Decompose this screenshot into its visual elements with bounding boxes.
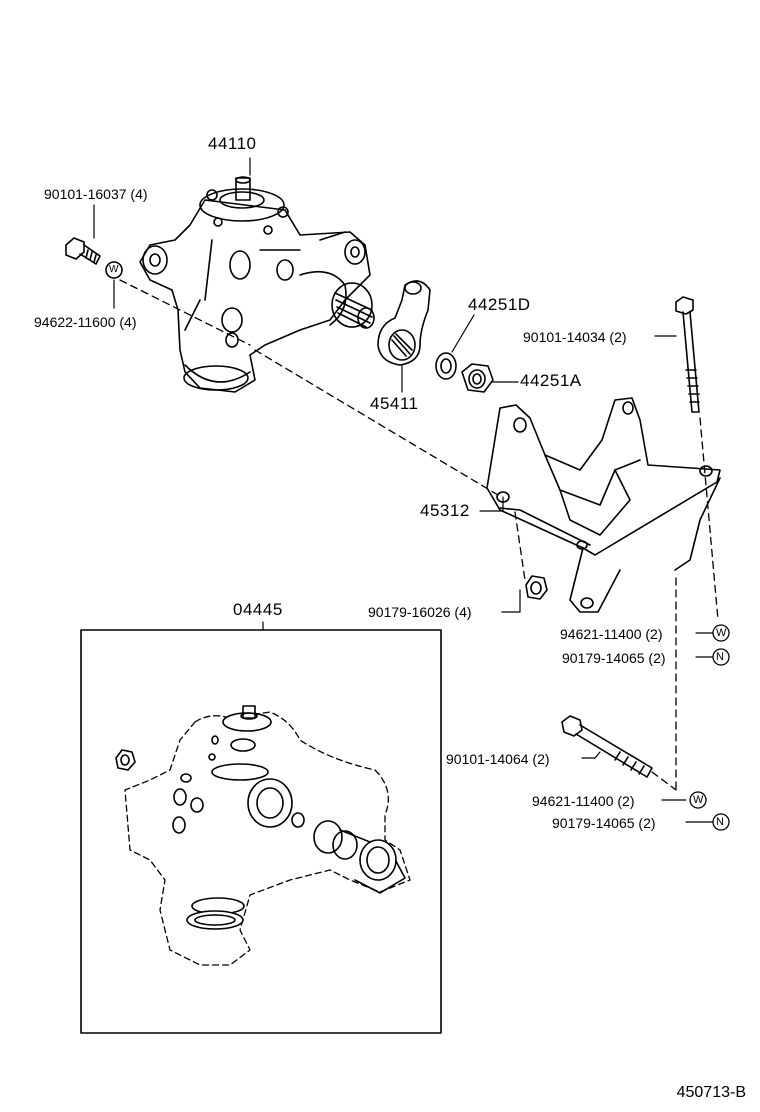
label-44251a: 44251A: [520, 371, 582, 390]
label-90179-14065-b: 90179-14065 (2): [552, 815, 656, 831]
washer-letter-top-left: W: [109, 264, 119, 275]
repair-kit-box: [80, 629, 442, 1034]
label-94622-11600: 94622-11600 (4): [34, 314, 137, 330]
washer-symbol-top-left: [105, 261, 123, 279]
label-44251d: 44251D: [468, 295, 531, 314]
nut-90179-16026: [525, 575, 548, 600]
nut-letter-1: N: [716, 651, 724, 663]
label-90179-14065-a: 90179-14065 (2): [562, 650, 666, 666]
assembly-lines: [119, 279, 719, 791]
label-44110: 44110: [208, 134, 257, 153]
symbol-circles: [689, 624, 730, 831]
label-90179-16026: 90179-16026 (4): [368, 604, 472, 620]
reference-code: 450713-B: [676, 1084, 746, 1101]
label-45411: 45411: [370, 394, 419, 413]
bolt-90101-14064: [561, 715, 653, 778]
washer-44251d: [435, 352, 457, 380]
washer-letter-1: W: [716, 627, 727, 639]
bolt-90101-16037: [65, 237, 101, 265]
label-04445: 04445: [233, 600, 283, 619]
pitman-arm: [377, 280, 431, 366]
label-90101-14034: 90101-14034 (2): [523, 329, 627, 345]
bracket: [486, 397, 721, 613]
steering-gear-housing: [139, 176, 375, 393]
nut-letter-2: N: [716, 816, 724, 828]
label-94621-11400-a: 94621-11400 (2): [560, 626, 663, 642]
label-90101-14064: 90101-14064 (2): [446, 751, 550, 767]
nut-44251a: [461, 363, 494, 393]
long-bolt-90101-14034: [675, 296, 700, 413]
label-45312: 45312: [420, 501, 470, 520]
label-90101-16037: 90101-16037 (4): [44, 186, 148, 202]
washer-letter-2: W: [693, 794, 704, 806]
label-94621-11400-b: 94621-11400 (2): [532, 793, 635, 809]
leader-lines: [93, 157, 713, 823]
